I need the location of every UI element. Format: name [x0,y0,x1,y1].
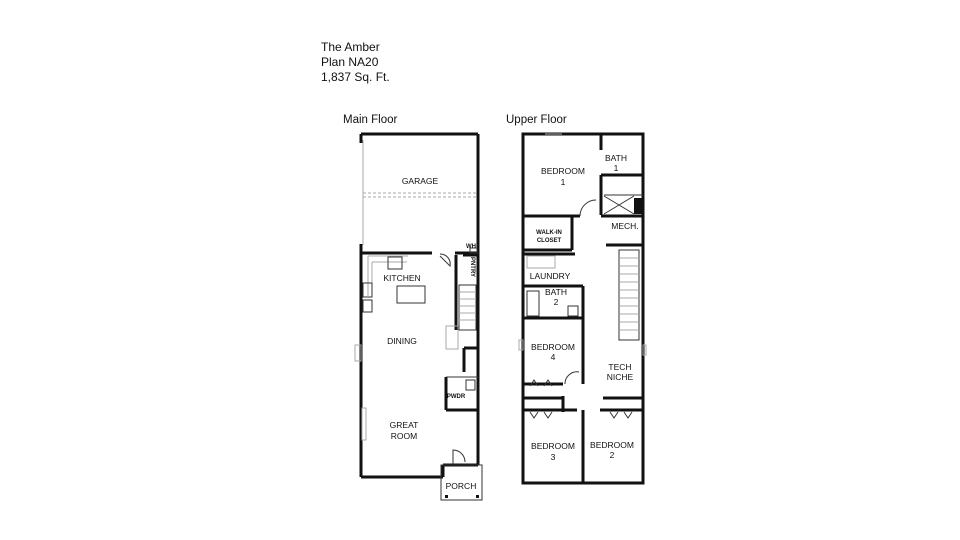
room-bath-2-line2: 2 [554,297,559,307]
room-tech-niche-line1: TECH [608,362,631,372]
room-bath-1-line1: BATH [605,153,627,163]
room-bath-1-line2: 1 [614,163,619,173]
plan-area: 1,837 Sq. Ft. [321,70,390,84]
room-bedroom-4-line1: BEDROOM [531,342,575,352]
room-laundry: LAUNDRY [530,271,571,281]
room-tech-niche-line2: NICHE [607,372,634,382]
room-great-room-line1: GREAT [390,420,419,430]
room-porch: PORCH [446,481,477,491]
water-heater-icon [469,247,478,254]
plan-name: The Amber [321,40,380,54]
room-bedroom-4-line2: 4 [551,352,556,362]
upper-floor-plan: BEDROOM 1 BATH 1 WALK-IN CLOSET MECH. LA… [518,132,647,485]
room-walk-in-closet-line1: WALK-IN [536,230,562,236]
room-kitchen: KITCHEN [383,273,420,283]
room-garage: GARAGE [402,176,439,186]
upper-floor-title: Upper Floor [506,114,567,126]
room-bedroom-2-line2: 2 [610,450,615,460]
main-floor-title: Main Floor [343,114,398,126]
room-bedroom-1-line1: BEDROOM [541,166,585,176]
room-bedroom-3-line1: BEDROOM [531,441,575,451]
plan-number: Plan NA20 [321,55,379,69]
room-bedroom-2-line1: BEDROOM [590,440,634,450]
room-water-heater: WH [466,244,476,250]
room-bedroom-1-line2: 1 [561,177,566,187]
plan-header: The Amber Plan NA20 1,837 Sq. Ft. [321,40,390,85]
room-dining: DINING [387,336,417,346]
main-floor-plan: GARAGE WH PNTRY KITCHEN DINING GREAT ROO… [354,132,483,501]
room-great-room-line2: ROOM [391,431,417,441]
room-bedroom-3-line2: 3 [551,452,556,462]
room-mech: MECH. [611,221,638,231]
room-walk-in-closet-line2: CLOSET [537,238,562,244]
room-pantry: PNTRY [469,257,475,277]
room-bath-2-line1: BATH [545,287,567,297]
room-powder: PWDR [447,394,466,400]
